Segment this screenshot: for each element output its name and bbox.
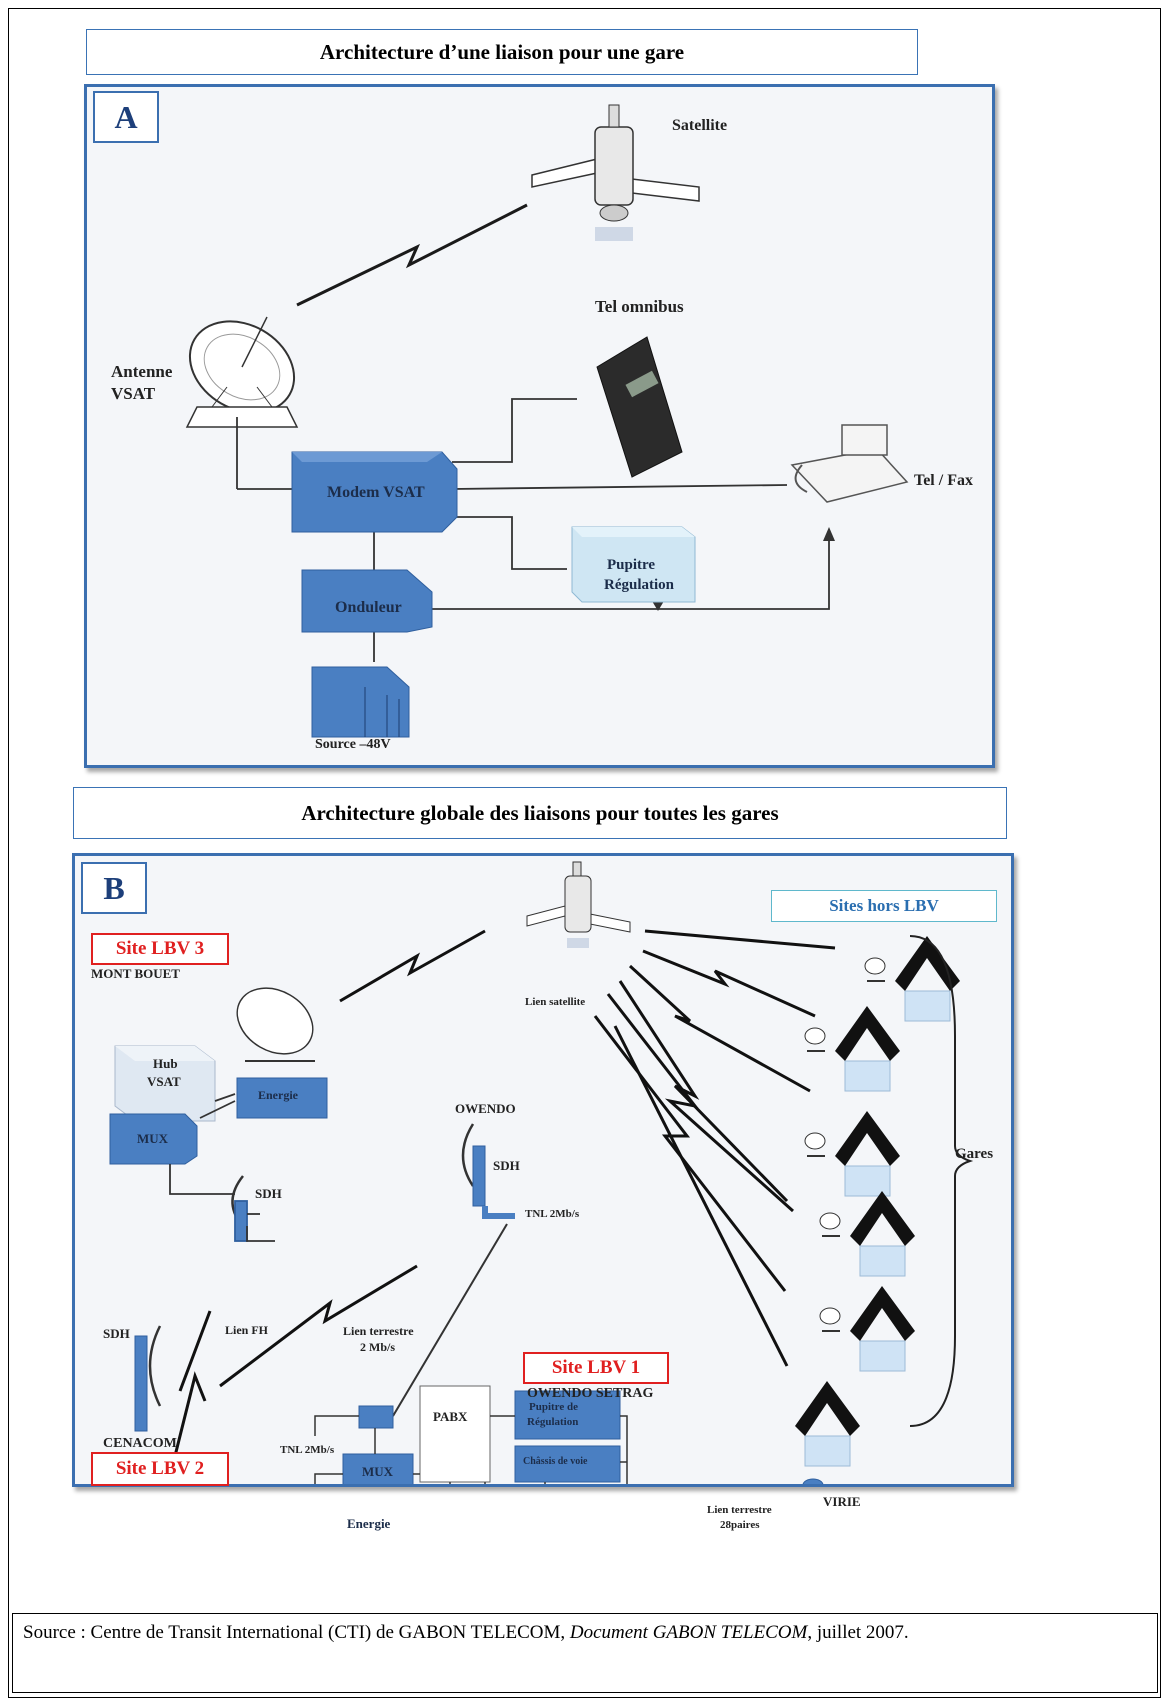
hub-label: Hub	[153, 1056, 178, 1072]
onduleur-label: Onduleur	[335, 599, 402, 617]
lien-28-pairs-label: 28paires	[720, 1519, 760, 1531]
gare-house-icon	[820, 1286, 915, 1371]
tnl-setrag-label: TNL 2Mb/s	[280, 1444, 334, 1456]
lien-fh-label: Lien FH	[225, 1323, 268, 1338]
sdh-cenacom-label: SDH	[103, 1326, 130, 1342]
gare-house-icon	[805, 1006, 900, 1091]
cenacom-relay	[135, 1326, 160, 1431]
virie-label: VIRIE	[823, 1494, 861, 1510]
gare-house-icon	[805, 1111, 900, 1196]
lien-terrestre-rate-label: 2 Mb/s	[360, 1340, 395, 1355]
site-lbv3-tag: Site LBV 3	[91, 933, 229, 965]
mont-bouet-label: MONT BOUET	[91, 966, 180, 982]
panel-b-letter: B	[81, 862, 147, 914]
gare-house-icon	[795, 1381, 860, 1466]
regulation-label: Régulation	[604, 577, 674, 594]
source-date: , juillet 2007.	[807, 1622, 908, 1643]
source-48v-box	[312, 667, 409, 737]
tel-omnibus-label: Tel omnibus	[595, 297, 684, 317]
hub-vsat-label: VSAT	[147, 1074, 181, 1090]
lien-satellite-label: Lien satellite	[525, 996, 585, 1008]
mux-bottom-label: MUX	[362, 1464, 393, 1480]
sdh-owendo-label: SDH	[493, 1158, 520, 1174]
gare-house-icon	[820, 1191, 915, 1276]
satellite-label: Satellite	[672, 117, 727, 135]
regulation-b-label: Régulation	[527, 1416, 578, 1428]
gare-house-icon	[865, 936, 960, 1021]
chassis-label: Châssis de voie	[523, 1456, 587, 1467]
tel-fax-label: Tel / Fax	[914, 472, 973, 490]
tnl-owendo-label: TNL 2Mb/s	[525, 1208, 579, 1220]
source-document-title: Document GABON TELECOM	[570, 1622, 807, 1643]
source-48v-label: Source –48V	[315, 737, 391, 753]
vsat-label: VSAT	[111, 384, 155, 404]
panel-a-title: Architecture d’une liaison pour une gare	[86, 29, 918, 75]
vsat-antenna-a-icon	[173, 303, 310, 431]
pupitre-b-label: Pupitre de	[529, 1401, 578, 1413]
owendo-label: OWENDO	[455, 1101, 516, 1117]
pupitre-label: Pupitre	[607, 557, 655, 574]
antenne-label: Antenne	[111, 362, 172, 382]
panel-b-diagram: B Site LBV 3 Site LBV 1 Site LBV 2 Sites…	[72, 853, 1014, 1487]
sites-hors-lbv-tag: Sites hors LBV	[771, 890, 997, 922]
gares-houses	[795, 936, 960, 1466]
panel-a-letter: A	[93, 91, 159, 143]
tel-fax-icon	[792, 425, 907, 502]
modem-vsat-label: Modem VSAT	[327, 484, 425, 502]
panel-a-drawing	[87, 87, 992, 765]
source-text: Source : Centre de Transit International…	[23, 1622, 570, 1643]
satellite-b-icon	[527, 862, 630, 948]
cenacom-label: CENACOM	[103, 1436, 177, 1452]
energie-bottom-label: Energie	[347, 1516, 390, 1532]
source-caption: Source : Centre de Transit International…	[12, 1613, 1158, 1693]
owendo-setrag-label: OWENDO SETRAG	[527, 1386, 653, 1402]
lien-terrestre-label: Lien terrestre	[343, 1324, 414, 1339]
mux-top-label: MUX	[137, 1131, 168, 1147]
tel-omnibus-icon	[597, 337, 682, 477]
gares-label: Gares	[955, 1146, 993, 1163]
panel-a-diagram: A Satellite Tel omnibus Antenne VSAT Mod…	[84, 84, 995, 768]
lien-28-label: Lien terrestre	[707, 1504, 772, 1516]
site-lbv2-tag: Site LBV 2	[91, 1452, 229, 1486]
panel-b-title: Architecture globale des liaisons pour t…	[73, 787, 1007, 839]
trunk-line	[612, 1479, 823, 1484]
satellite-uplink	[297, 205, 527, 305]
pabx-label: PABX	[433, 1409, 467, 1425]
site-lbv1-tag: Site LBV 1	[523, 1352, 669, 1384]
energie-top-label: Energie	[258, 1088, 298, 1103]
sdh-top-label: SDH	[255, 1186, 282, 1202]
vsat-antenna-b-icon	[225, 975, 324, 1067]
